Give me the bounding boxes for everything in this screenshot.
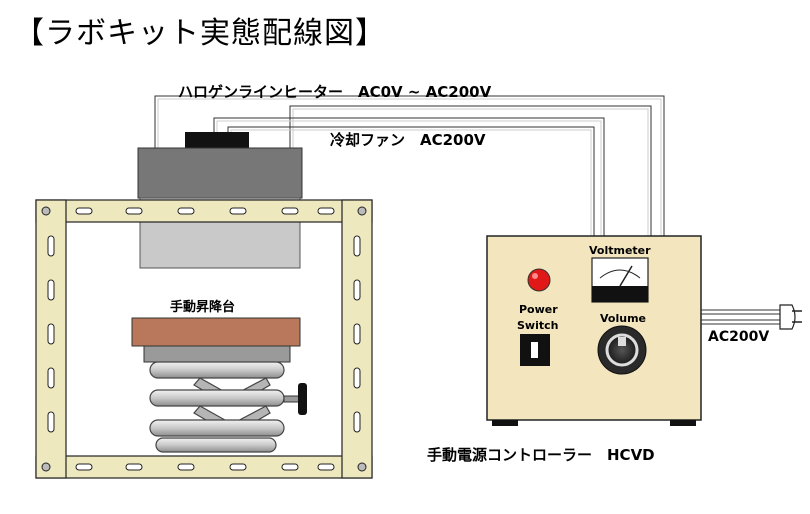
frame-slots [47, 207, 361, 471]
heater-label: ハロゲンラインヒーター AC0V ~ AC200V [178, 83, 492, 101]
power-switch-toggle [531, 342, 538, 358]
bolt-icon [41, 462, 51, 472]
lift-top-plate [131, 317, 301, 347]
voltmeter-label: Voltmeter [589, 244, 651, 257]
fan-wire-2 [227, 126, 595, 236]
voltmeter-scale [599, 269, 641, 279]
volume-label: Volume [600, 312, 646, 325]
controller-foot-right [670, 420, 696, 426]
ac-input-label: AC200V [708, 329, 770, 345]
controller-foot-left [492, 420, 518, 426]
voltmeter-base [592, 286, 648, 302]
frame-bolts [41, 206, 367, 472]
bolt-icon [357, 462, 367, 472]
controller-label: 手動電源コントローラー HCVD [427, 446, 655, 464]
ac-input-cable [701, 309, 780, 325]
heater-wire-1 [154, 95, 665, 236]
lift-crank-handle [283, 383, 307, 415]
lift-base-plate [143, 345, 291, 363]
lift-bellows [149, 361, 285, 453]
power-indicator-icon [527, 268, 551, 292]
page-title: 【ラボキット実態配線図】 [14, 16, 386, 51]
fan-wire-1-inner [216, 120, 602, 236]
bolt-icon [357, 206, 367, 216]
fan-label: 冷却ファン AC200V [330, 131, 486, 149]
bolt-icon [41, 206, 51, 216]
heater-upper-block [137, 147, 303, 199]
fan-wires [213, 117, 605, 236]
lift-label: 手動昇降台 [170, 300, 236, 315]
power-switch-label-line1: Power [519, 303, 558, 316]
volume-knob-icon[interactable] [605, 333, 639, 367]
cooling-fan [185, 132, 249, 148]
heater-wire-2-inner [292, 108, 649, 236]
voltmeter-needle [619, 265, 633, 287]
fan-wire-1 [213, 117, 605, 236]
ac-plug-icon [779, 304, 802, 330]
power-switch-label-line2: Switch [517, 319, 559, 332]
heater-wire-1-inner [157, 98, 662, 236]
